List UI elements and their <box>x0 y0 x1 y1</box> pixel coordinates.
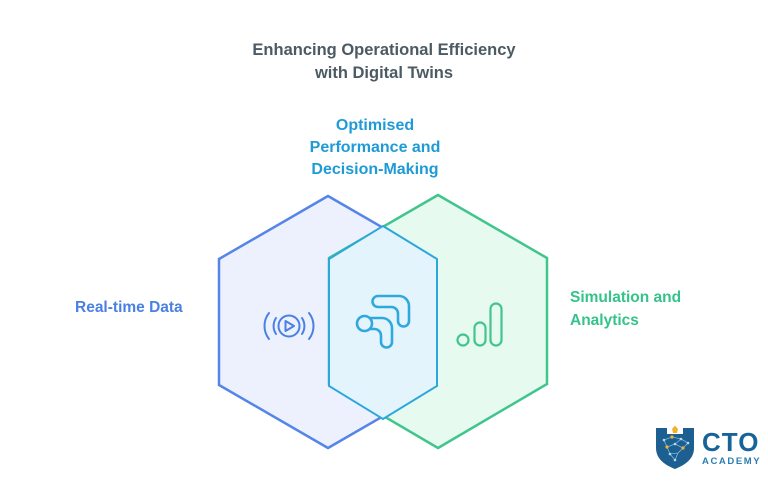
live-stream-icon-wave-right-outer <box>308 312 315 340</box>
analytics-bars-icon <box>456 302 503 347</box>
live-stream-icon-circle <box>277 314 301 338</box>
shield-crown-accent <box>672 425 678 433</box>
diagram-title: Enhancing Operational Efficiency with Di… <box>214 39 554 85</box>
logo-sub-text: ACADEMY <box>702 456 762 467</box>
right-circle-label-line2: Analytics <box>570 312 639 329</box>
live-stream-icon-wave-left-inner <box>272 317 277 335</box>
overlap-label: Optimised Performance and Decision-Makin… <box>275 115 475 181</box>
diagram-title-line1: Enhancing Operational Efficiency <box>252 41 516 59</box>
overlap-label-line3: Decision-Making <box>311 161 439 178</box>
live-stream-icon-wave-left-outer <box>263 312 270 340</box>
left-circle-label: Real-time Data <box>75 299 183 316</box>
shield-shape <box>656 428 694 469</box>
right-circle-label-line1: Simulation and <box>570 289 682 306</box>
analytics-bar-tall <box>489 302 503 347</box>
diagram-title-line2: with Digital Twins <box>314 64 454 82</box>
analytics-dot <box>456 333 470 347</box>
digital-twin-logo-icon <box>355 294 411 349</box>
live-stream-icon-play <box>284 320 295 332</box>
cto-academy-shield-icon <box>656 425 694 469</box>
right-circle-label: Simulation and Analytics <box>570 286 730 332</box>
logo-brand-text: CTO <box>702 427 760 457</box>
overlap-label-line2: Performance and <box>309 139 441 156</box>
digital-twin-logo-upper-arrow <box>371 294 411 328</box>
cto-academy-logo: CTO ACADEMY <box>652 424 764 472</box>
live-stream-icon <box>263 312 315 340</box>
shield-network-nodes <box>662 435 690 462</box>
cto-academy-wordmark: CTO ACADEMY <box>702 429 761 467</box>
overlap-hexagon <box>328 224 438 421</box>
analytics-bar-medium <box>473 321 487 347</box>
digital-twin-logo-node-circle <box>355 314 374 333</box>
live-stream-icon-wave-right-inner <box>301 317 306 335</box>
overlap-label-line1: Optimised <box>335 117 415 134</box>
